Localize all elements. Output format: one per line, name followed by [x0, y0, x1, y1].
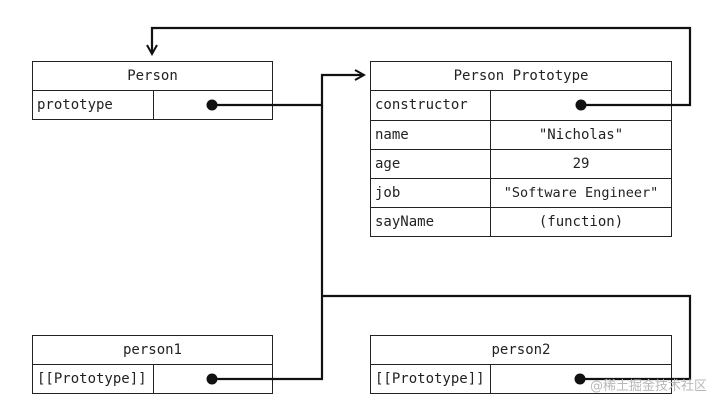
prototype-value-sayname: (function)	[538, 214, 624, 230]
person2-to-prototype-line	[322, 294, 692, 381]
person-box: Person prototype	[32, 61, 273, 120]
person1-key-prototype: [[Prototype]]	[33, 365, 154, 394]
person2-prototype-pointer	[322, 294, 692, 385]
person1-row-prototype: [[Prototype]]	[33, 365, 272, 394]
person-key-prototype: prototype	[33, 91, 154, 120]
prototype-key-sayname: sayName	[371, 208, 491, 236]
prototype-row-age: age 29	[371, 149, 671, 178]
person-to-prototype-arrow	[212, 75, 364, 107]
prototype-key-name: name	[371, 121, 491, 149]
prototype-key-age: age	[371, 150, 491, 178]
person2-row-prototype: [[Prototype]]	[371, 365, 671, 394]
prototype-value-age: 29	[572, 156, 590, 172]
watermark: @稀土掘金技术社区	[589, 379, 707, 394]
prototype-value-job: "Software Engineer"	[503, 185, 659, 201]
person1-box: person1 [[Prototype]]	[32, 335, 273, 394]
prototype-key-job: job	[371, 179, 491, 207]
person2-box: person2 [[Prototype]]	[370, 335, 672, 394]
prototype-row-sayname: sayName (function)	[371, 207, 671, 236]
person2-key-prototype: [[Prototype]]	[371, 365, 491, 394]
prototype-value-name: "Nicholas"	[538, 127, 624, 143]
person-prototype-box: Person Prototype constructor name "Nicho…	[370, 61, 672, 237]
prototype-row-name: name "Nicholas"	[371, 120, 671, 149]
person1-to-prototype-line	[212, 105, 324, 381]
person-title: Person	[33, 62, 272, 91]
person1-title: person1	[33, 336, 272, 365]
person1-prototype-pointer	[206, 105, 324, 385]
prototype-key-constructor: constructor	[371, 91, 491, 120]
person-prototype-title: Person Prototype	[371, 62, 671, 91]
prototype-row-constructor: constructor	[371, 91, 671, 120]
person-prototype-pointer	[206, 75, 365, 111]
person-row-prototype: prototype	[33, 91, 272, 120]
constructor-pointer	[152, 26, 692, 111]
person2-title: person2	[371, 336, 671, 365]
constructor-to-person-arrow	[152, 26, 692, 107]
prototype-row-job: job "Software Engineer"	[371, 178, 671, 207]
